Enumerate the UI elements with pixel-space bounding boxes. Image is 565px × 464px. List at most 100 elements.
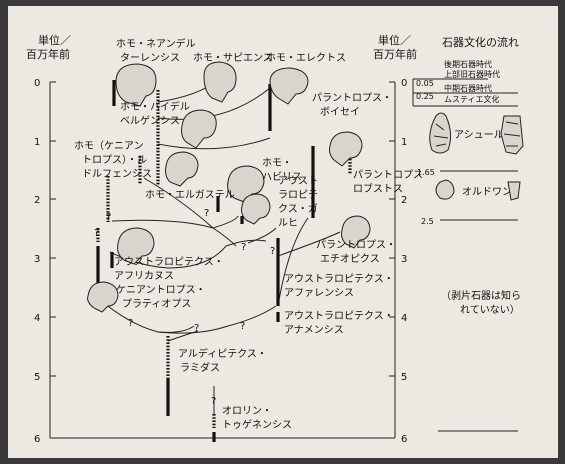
skull-heidelbergensis-icon	[181, 109, 217, 149]
period-late-line1: 後期石器時代	[444, 59, 492, 69]
evolution-diagram: 単位／ 百万年前 単位／ 百万年前 0 1 2 3 4 5 6 0 1 2 3 …	[8, 6, 558, 458]
species-ranges	[96, 80, 352, 442]
skull-habilis-icon	[241, 193, 271, 225]
left-tick-label: 4	[34, 313, 40, 324]
culture-note-line1: （剥片石器は知ら	[441, 289, 521, 302]
left-tick-label: 0	[34, 78, 40, 89]
skull-rudolfensis-icon	[165, 151, 199, 187]
right-tick-label: 3	[401, 254, 407, 265]
label-africanus: アウストラロピテクス・ アフリカヌス	[114, 256, 224, 282]
chopper-icon	[435, 179, 455, 200]
label-platyops: ケニアントロプス・ プラティオプス	[116, 284, 206, 310]
svg-text:アウストラロピテクス・: アウストラロピテクス・	[284, 310, 394, 322]
label-heidelbergensis: ホモ・ハイデル ベルゲンシス	[120, 100, 190, 127]
period-late-line2: 上部旧石器時代	[444, 69, 500, 79]
period-middle-line2: ムスティエ文化	[444, 94, 500, 104]
diagram-canvas: 単位／ 百万年前 単位／ 百万年前 0 1 2 3 4 5 6 0 1 2 3 …	[26, 33, 524, 445]
skull-africanus-icon	[117, 227, 155, 265]
acheulean-label: アシュール	[454, 130, 504, 141]
right-tick-label: 2	[401, 195, 407, 206]
svg-text:ハビリス: ハビリス	[262, 171, 302, 183]
skull-erectus-icon	[269, 67, 309, 105]
left-tick-label: 5	[34, 372, 40, 383]
svg-text:クス・ガ: クス・ガ	[278, 203, 318, 215]
question-mark: ?	[240, 321, 245, 332]
right-axis-header-2: 百万年前	[373, 47, 417, 61]
culture-value-025: 0.25	[416, 92, 434, 101]
left-axis-header-1: 単位／	[38, 33, 71, 47]
svg-text:ホモ・ネアンデル: ホモ・ネアンデル	[116, 37, 196, 50]
skull-neanderthal-icon	[115, 63, 157, 107]
question-mark: ?	[241, 242, 246, 253]
svg-text:プラティオプス: プラティオプス	[122, 298, 191, 310]
uncertain-markers: ? ? ? ? ? ? ? ? ?	[94, 208, 275, 407]
culture-note-line2: れていない）	[460, 304, 520, 316]
right-tick-label: 0	[401, 78, 407, 89]
left-tick-label: 3	[34, 254, 40, 265]
svg-text:アウストラロピテクス・: アウストラロピテクス・	[114, 256, 224, 268]
svg-text:アルディピテクス・: アルディピテクス・	[178, 347, 267, 360]
right-axis-ticks	[389, 81, 395, 377]
label-sapiens: ホモ・サピエンス	[193, 52, 273, 64]
svg-text:アフリカヌス: アフリカヌス	[114, 270, 174, 282]
left-tick-labels: 0 1 2 3 4 5 6	[34, 78, 40, 445]
svg-text:パラントロプス・: パラントロプス・	[316, 239, 396, 251]
lineage-lines	[97, 79, 341, 414]
period-middle-line1: 中期石器時代	[444, 83, 492, 93]
culture-brackets	[412, 78, 518, 432]
question-mark: ?	[94, 228, 99, 239]
label-erectus: ホモ・エレクトス	[266, 52, 346, 64]
svg-text:ラミダス: ラミダス	[180, 361, 220, 374]
svg-text:アナメンシス: アナメンシス	[284, 324, 344, 336]
label-tugenensis: オロリン・ トゥゲネンシス	[222, 405, 292, 431]
svg-text:アウスト: アウスト	[278, 175, 318, 187]
question-mark: ?	[194, 323, 199, 334]
question-mark: ?	[211, 396, 216, 407]
flake-icon	[507, 181, 521, 201]
svg-text:ホモ・ハイデル: ホモ・ハイデル	[120, 100, 190, 113]
svg-text:ターレンシス: ターレンシス	[120, 52, 180, 64]
skull-sapiens-icon	[203, 61, 237, 103]
label-garhi: アウスト ラロピテ クス・ガ ルヒ	[278, 175, 318, 229]
culture-value-165: 1.65	[417, 168, 435, 177]
label-ergaster: ホモ・エルガステル	[145, 189, 235, 201]
cleaver-icon	[500, 115, 524, 155]
right-tick-label: 6	[401, 434, 407, 445]
svg-text:ホモ・: ホモ・	[262, 157, 292, 169]
question-mark: ?	[128, 318, 133, 329]
svg-text:アウストラロピテクス・: アウストラロピテクス・	[284, 273, 394, 285]
skull-platyops-icon	[87, 281, 119, 313]
svg-text:ドルフェンシス: ドルフェンシス	[82, 169, 152, 180]
oldowan-label: オルドワン	[462, 186, 512, 198]
label-robustus: パラントロプス ロブストス	[353, 169, 423, 195]
svg-text:アファレンシス: アファレンシス	[284, 288, 354, 299]
left-axis-header-2: 百万年前	[26, 47, 70, 61]
skull-boisei-icon	[329, 131, 363, 167]
skull-ergaster-icon	[227, 165, 265, 203]
svg-text:ベルゲンシス: ベルゲンシス	[120, 115, 180, 127]
left-tick-label: 6	[34, 434, 40, 445]
handaxe-icon	[429, 112, 452, 154]
left-axis-ticks	[50, 81, 56, 377]
culture-title: 石器文化の流れ	[442, 35, 519, 49]
label-anamensis: アウストラロピテクス・ アナメンシス	[284, 310, 394, 336]
right-axis-header-1: 単位／	[378, 33, 411, 47]
svg-text:ボイセイ: ボイセイ	[320, 106, 360, 118]
svg-text:エチオピクス: エチオピクス	[320, 253, 380, 265]
question-mark: ?	[204, 208, 209, 219]
svg-text:ケニアントロプス・: ケニアントロプス・	[116, 284, 206, 296]
svg-text:ロブストス: ロブストス	[353, 182, 403, 195]
svg-text:パラントロプス: パラントロプス	[353, 169, 423, 181]
right-tick-label: 5	[401, 372, 407, 383]
svg-text:オロリン・: オロリン・	[222, 405, 272, 417]
right-tick-label: 4	[401, 313, 407, 324]
label-afarensis: アウストラロピテクス・ アファレンシス	[284, 273, 394, 299]
label-neanderthal: ホモ・ネアンデル ターレンシス	[116, 37, 196, 64]
svg-text:ホモ（ケニアン: ホモ（ケニアン	[74, 140, 144, 152]
svg-text:トロプス）・ル: トロプス）・ル	[82, 154, 147, 166]
right-tick-labels: 0 1 2 3 4 5 6	[401, 78, 407, 445]
question-mark: ?	[106, 212, 111, 223]
skull-aethiopicus-icon	[341, 215, 371, 249]
right-tick-label: 1	[401, 137, 407, 148]
left-tick-label: 2	[34, 195, 40, 206]
